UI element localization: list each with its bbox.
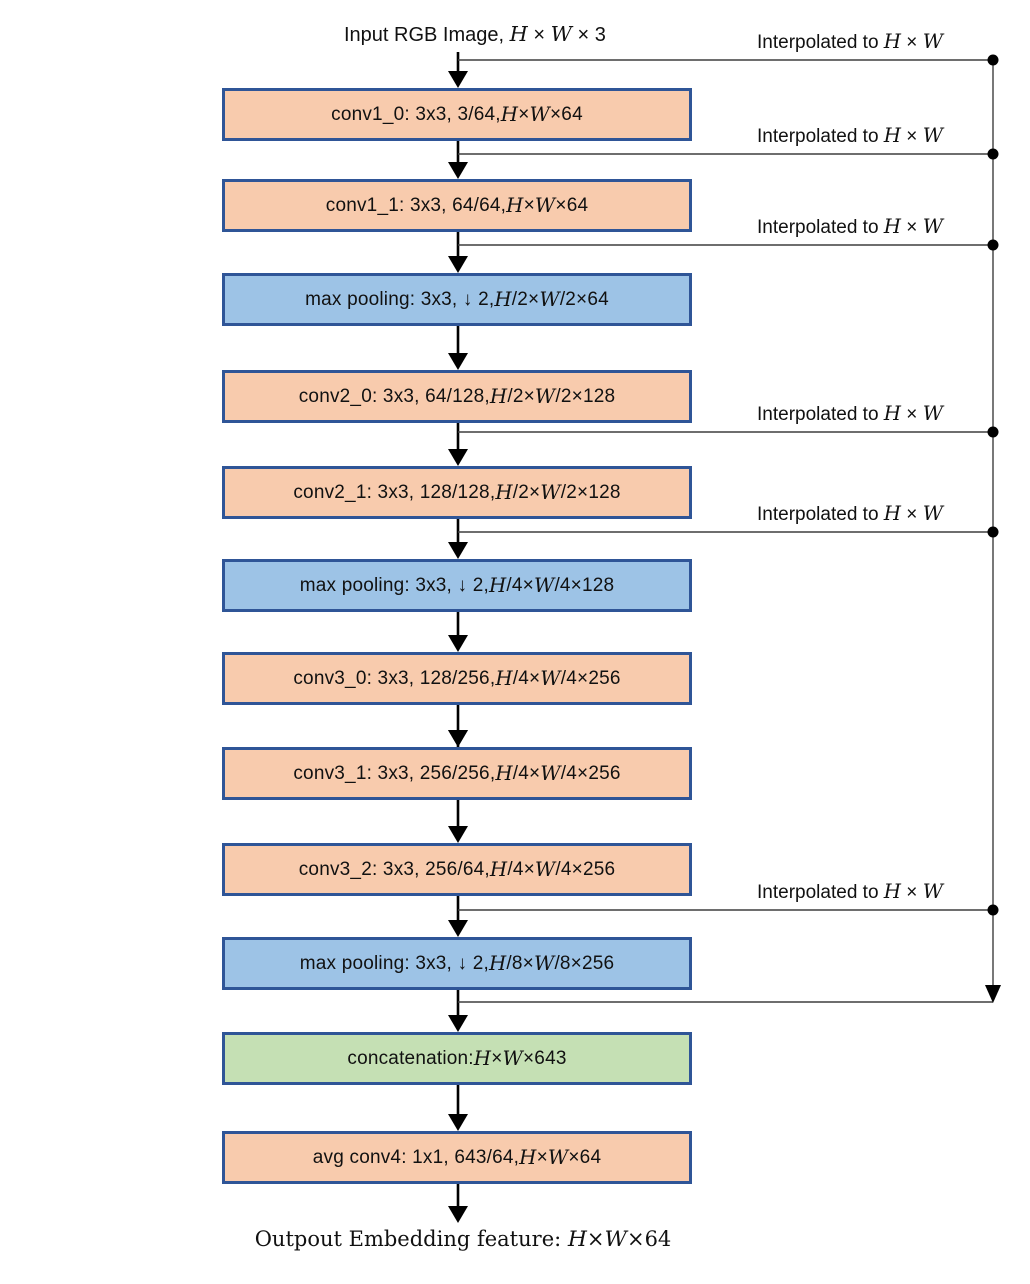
interpolated-label: Interpolated to H × W (757, 215, 943, 238)
interpolated-label: Interpolated to H × W (757, 502, 943, 525)
flow-arrow (448, 326, 468, 370)
layer-box-max-pooling2: max pooling: 3x3, ↓ 2, H/4×W/4×128 (222, 559, 692, 612)
flow-arrow (448, 800, 468, 843)
junction-dot (987, 426, 999, 438)
flow-arrow (448, 52, 468, 88)
layer-box-avg-conv4: avg conv4: 1x1, 643/64, H×W×64 (222, 1131, 692, 1184)
junction-dots (987, 54, 999, 916)
flow-arrow (448, 990, 468, 1032)
flow-arrow (448, 896, 468, 937)
skip-connection-lines (458, 59, 994, 1003)
flow-arrow (448, 519, 468, 559)
junction-dot (987, 904, 999, 916)
layer-box-conv2_1: conv2_1: 3x3, 128/128, H/2×W/2×128 (222, 466, 692, 519)
junction-dot (987, 526, 999, 538)
layer-box-conv3_1: conv3_1: 3x3, 256/256, H/4×W/4×256 (222, 747, 692, 800)
layer-box-concatenation: concatenation: H×W×643 (222, 1032, 692, 1085)
flow-arrow (448, 1184, 468, 1223)
flow-arrow (448, 612, 468, 652)
interpolated-label: Interpolated to H × W (757, 402, 943, 425)
layer-box-conv1_1: conv1_1: 3x3, 64/64, H×W×64 (222, 179, 692, 232)
interpolated-label: Interpolated to H × W (757, 124, 943, 147)
flow-arrow (448, 705, 468, 747)
flow-arrow (448, 423, 468, 466)
layer-box-max-pooling3: max pooling: 3x3, ↓ 2, H/8×W/8×256 (222, 937, 692, 990)
layer-box-conv2_0: conv2_0: 3x3, 64/128, H/2×W/2×128 (222, 370, 692, 423)
junction-dot (987, 54, 999, 66)
interpolated-label: Interpolated to H × W (757, 880, 943, 903)
flow-arrow (448, 232, 468, 273)
junction-dot (987, 148, 999, 160)
layer-box-conv3_2: conv3_2: 3x3, 256/64, H/4×W/4×256 (222, 843, 692, 896)
flow-arrows (448, 52, 468, 1223)
collector-arrowhead (985, 985, 1001, 1003)
input-label: Input RGB Image, H × W × 3 (344, 22, 606, 46)
layer-box-max-pooling1: max pooling: 3x3, ↓ 2, H/2×W/2×64 (222, 273, 692, 326)
junction-dot (987, 239, 999, 251)
layer-box-conv3_0: conv3_0: 3x3, 128/256, H/4×W/4×256 (222, 652, 692, 705)
layer-box-conv1_0: conv1_0: 3x3, 3/64, H×W×64 (222, 88, 692, 141)
interpolated-label: Interpolated to H × W (757, 30, 943, 53)
flow-arrow (448, 141, 468, 179)
output-label: Outpout Embedding feature: H×W×64 (254, 1227, 672, 1252)
flow-arrow (448, 1085, 468, 1131)
